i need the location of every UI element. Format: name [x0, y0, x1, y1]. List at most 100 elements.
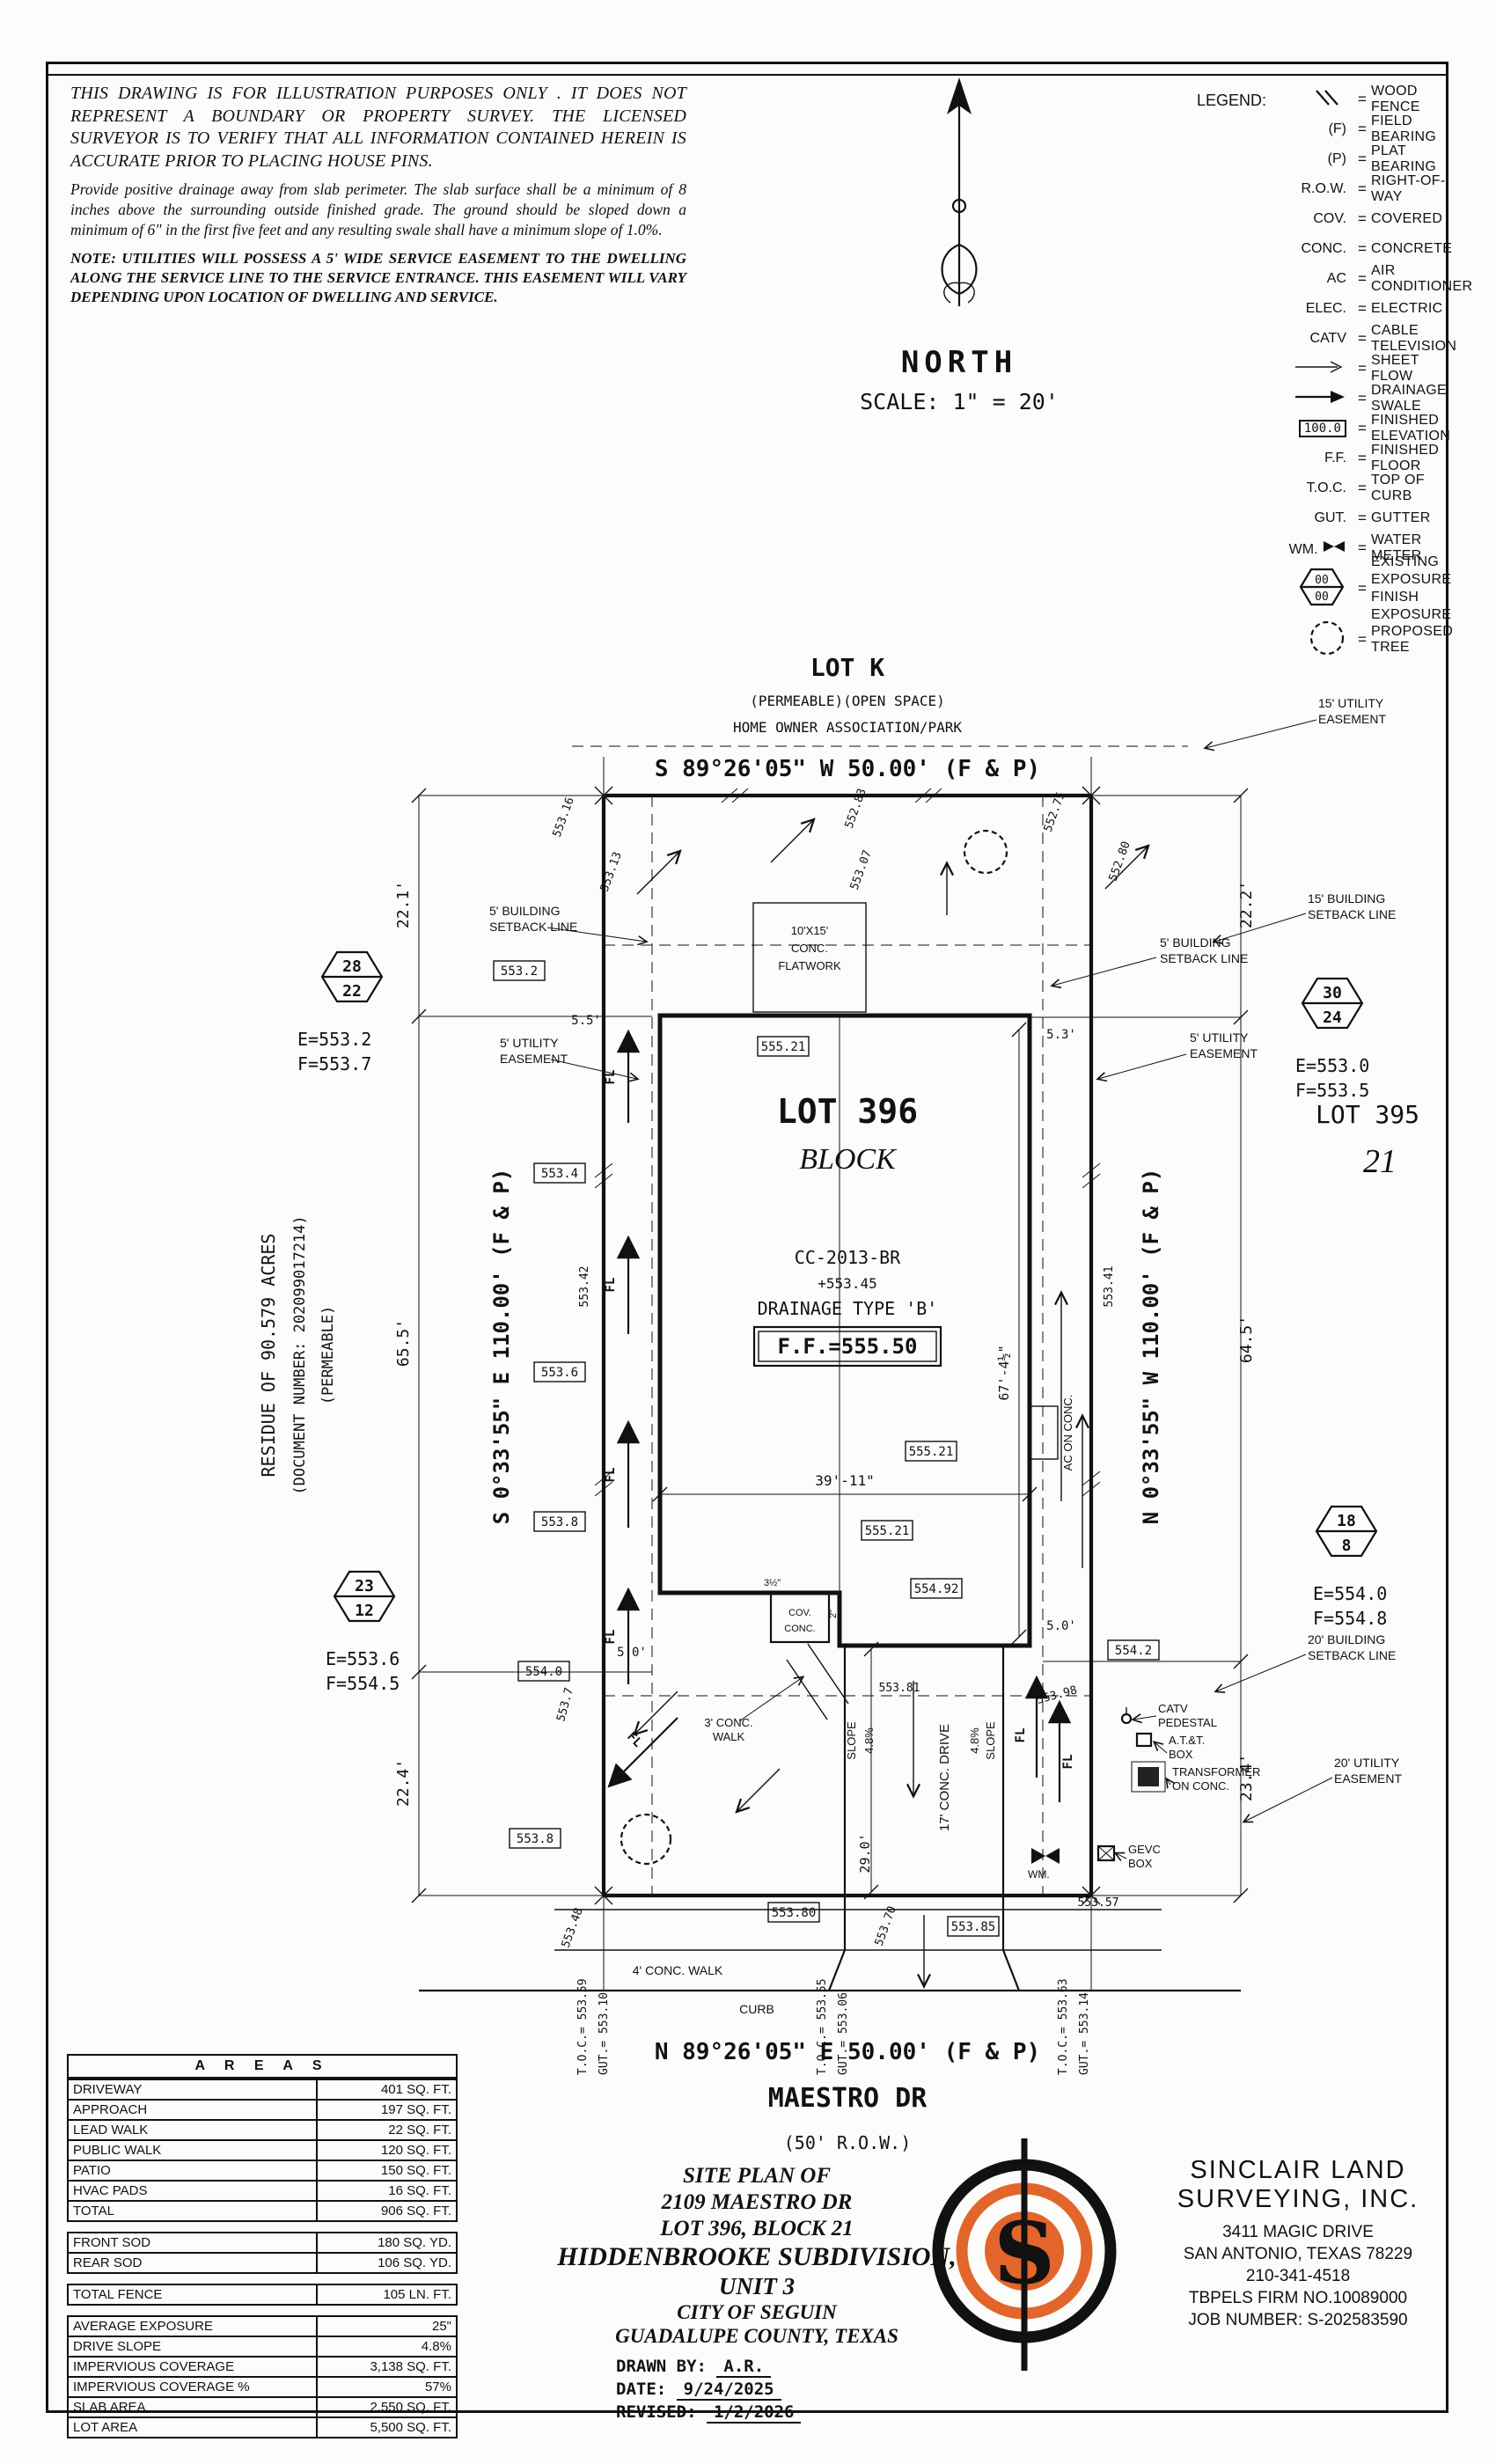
areas-label: LOT AREA — [69, 2418, 318, 2437]
catv-pedestal-icon — [1120, 1712, 1133, 1725]
badge-finish: F=554.5 — [326, 1673, 400, 1694]
public-walk-label: 4' CONC. WALK — [633, 1963, 723, 1977]
easement-label: 5' UTILITY — [1190, 1030, 1249, 1045]
interior-dimensions — [652, 1022, 1038, 1645]
table-row: DRIVEWAY 401 SQ. FT. — [69, 2080, 456, 2101]
finished-elevation-box: 554.92 — [910, 1578, 963, 1599]
legend-item: CATV=CABLE TELEVISION — [1197, 323, 1457, 354]
legend-label: FIELD BEARING — [1371, 114, 1437, 144]
legend-symbol: CATV — [1309, 331, 1346, 346]
gevc-box-label: BOX — [1128, 1857, 1153, 1870]
street-name: MAESTRO DR — [768, 2083, 928, 2114]
setback-label: SETBACK LINE — [489, 920, 577, 934]
dim-label: 39'-11" — [815, 1472, 874, 1489]
revised-row: REVISED: 1/2/2026 — [616, 2401, 986, 2424]
adjacent-block-number: 21 — [1363, 1143, 1397, 1180]
proposed-tree-icon — [620, 1813, 672, 1866]
residue-line1: RESIDUE OF 90.579 ACRES — [258, 1234, 279, 1478]
legend-symbol: CONC. — [1301, 241, 1346, 256]
areas-value: 16 SQ. FT. — [388, 2183, 451, 2198]
areas-label: IMPERVIOUS COVERAGE — [69, 2358, 318, 2376]
areas-label: IMPERVIOUS COVERAGE % — [69, 2378, 318, 2396]
badge-bottom: 22 — [342, 982, 362, 1001]
legend-label: FINISHED FLOOR — [1371, 443, 1440, 473]
badge-finish: F=553.7 — [297, 1053, 371, 1074]
finished-elevation: 553.6 — [541, 1366, 578, 1380]
areas-label: TOTAL FENCE — [69, 2285, 318, 2304]
flatwork-label: CONC. — [791, 942, 828, 955]
att-box-label: BOX — [1169, 1748, 1193, 1761]
easement-label: 20' UTILITY — [1334, 1756, 1400, 1770]
cc-spot-elevation: +553.45 — [818, 1275, 876, 1292]
slope-label: SLOPE — [845, 1721, 858, 1760]
firm-address-line: SAN ANTONIO, TEXAS 78229 — [1183, 2245, 1413, 2263]
dim-label: 65.5' — [394, 1319, 413, 1367]
areas-table-title: A R E A S — [67, 2054, 458, 2079]
lot-k-sub2: HOME OWNER ASSOCIATION/PARK — [733, 719, 962, 736]
legend-item: = PROPOSED TREE — [1197, 614, 1457, 665]
legend-equals: = — [1358, 210, 1367, 227]
areas-value: 106 SQ. YD. — [378, 2255, 451, 2270]
areas-label: TOTAL — [69, 2202, 318, 2220]
areas-label: REAR SOD — [69, 2254, 318, 2272]
cc-note: CC-2013-BR — [795, 1247, 901, 1268]
table-row: IMPERVIOUS COVERAGE % 57% — [69, 2378, 456, 2398]
dim-label: 67'-4½" — [996, 1345, 1012, 1400]
areas-value: 180 SQ. YD. — [378, 2235, 451, 2250]
water-meter-icon — [1031, 1848, 1060, 1864]
legend-equals: = — [1358, 240, 1367, 257]
dim-label: 23.4' — [1237, 1754, 1256, 1801]
dim-label: 5.3' — [1046, 1028, 1076, 1042]
curb-label: CURB — [739, 2002, 774, 2016]
finished-elevation: 555.21 — [909, 1445, 954, 1459]
badge-bottom: 12 — [355, 1602, 374, 1620]
finished-elevation-box: 555.21 — [905, 1441, 957, 1462]
exposure-hexagon-icon: 00 00 — [1278, 563, 1353, 615]
drawn-by-row: DRAWN BY: A.R. — [616, 2355, 986, 2378]
legend-label: CONCRETE — [1371, 241, 1453, 256]
areas-label: DRIVEWAY — [69, 2080, 318, 2099]
areas-label: PATIO — [69, 2161, 318, 2180]
legend-symbol: F.F. — [1324, 451, 1346, 466]
date-row: DATE: 9/24/2025 — [616, 2378, 986, 2401]
areas-label: AVERAGE EXPOSURE — [69, 2317, 318, 2336]
water-meter-icon: WM. — [1278, 539, 1353, 558]
driveway-and-walks — [419, 1641, 1241, 1992]
setback-easement-lines — [572, 745, 1188, 1896]
areas-value: 401 SQ. FT. — [380, 2082, 451, 2097]
dim-label: 3½" — [764, 1578, 781, 1588]
legend-item: F.F.=FINISHED FLOOR — [1197, 443, 1457, 473]
street-row: (50' R.O.W.) — [784, 2132, 912, 2153]
finished-elevation: 553.4 — [541, 1167, 578, 1181]
spot-elevation: 552.80 — [1107, 840, 1133, 883]
legend-symbol: (F) — [1328, 121, 1346, 136]
setback-label: 5' BUILDING — [1160, 935, 1230, 950]
scale-label: SCALE: 1" = 20' — [860, 389, 1059, 414]
dim-label: 29.0' — [857, 1833, 873, 1873]
dim-label: 64.5' — [1237, 1316, 1256, 1363]
easement-label: 15' UTILITY — [1318, 696, 1384, 710]
flow-line-label: FL — [604, 1278, 618, 1293]
legend-equals: = — [1358, 180, 1367, 197]
areas-label: PUBLIC WALK — [69, 2141, 318, 2160]
dimension-lines — [411, 788, 1249, 1903]
dim-label: 2" — [828, 1610, 839, 1618]
legend-item: = DRAINAGE SWALE — [1197, 383, 1457, 414]
areas-value: 25" — [431, 2319, 451, 2334]
finished-elevation-box: 555.21 — [861, 1520, 913, 1541]
finished-elevation-box: 553.8 — [509, 1828, 561, 1849]
utility-symbols — [1031, 1707, 1166, 1864]
firm-address-line: 3411 MAGIC DRIVE — [1222, 2223, 1374, 2241]
badge-existing: E=553.2 — [297, 1029, 371, 1050]
legend-symbol: COV. — [1313, 211, 1346, 226]
areas-value: 4.8% — [421, 2339, 451, 2354]
disclaimer-para1: THIS DRAWING IS FOR ILLUSTRATION PURPOSE… — [70, 84, 686, 171]
legend-label: PLAT BEARING — [1371, 143, 1437, 174]
badge-bottom: 8 — [1342, 1536, 1352, 1555]
adjacent-lot-label: LOT 395 — [1316, 1100, 1419, 1129]
areas-value: 57% — [424, 2380, 451, 2394]
